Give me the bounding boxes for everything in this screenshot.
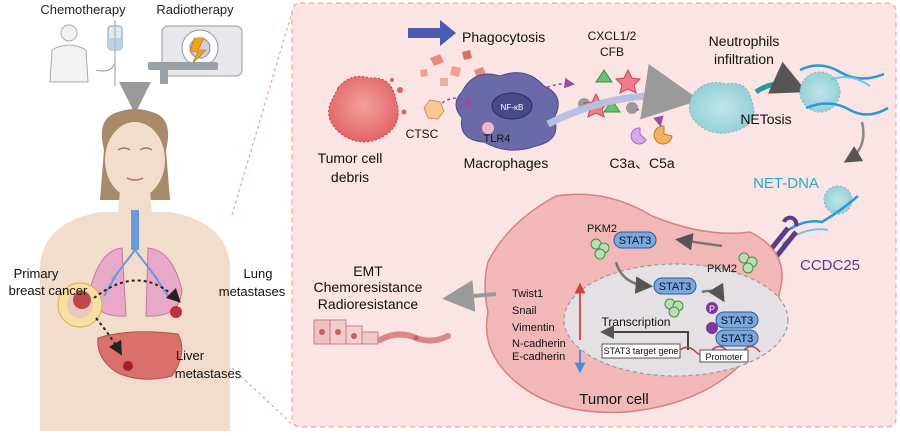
pstat3-box-bottom	[715, 329, 759, 347]
netosis-arrow	[754, 61, 808, 95]
debris-label-2: debris	[331, 169, 369, 185]
neutrophils-label: Neutrophils	[709, 33, 780, 49]
neutrophils-label-2: infiltration	[714, 51, 774, 67]
pkm2-label-membrane: PKM2	[707, 263, 737, 275]
snail-label: Snail	[512, 305, 536, 317]
chemotherapy-icon	[49, 20, 123, 86]
neutrophil-icon	[688, 82, 755, 134]
cxcl-label: CXCL1/2	[588, 29, 637, 43]
target-gene-label: STAT3 target gene	[604, 346, 679, 356]
net-arrow-down	[843, 121, 865, 163]
tlr4-label: TLR4	[484, 133, 511, 145]
metastasis-arrow-lung	[93, 279, 181, 303]
stat3-label-cyto: STAT3	[619, 235, 652, 247]
breast-tumor	[57, 282, 103, 328]
cfb-label: CFB	[600, 45, 624, 59]
promoter-box	[699, 349, 749, 363]
tumor-cell-label: Tumor cell	[579, 391, 648, 408]
emt-label: EMT	[353, 263, 383, 279]
pkm2-cyto-icon	[590, 238, 610, 260]
primary-label: Primary	[14, 266, 59, 281]
macrophage-output-arrow	[535, 77, 575, 93]
macrophage-icon	[455, 72, 559, 151]
complement-arrow	[635, 108, 664, 127]
recruitment-arrow	[546, 64, 700, 128]
stat3-label-nuc: STAT3	[659, 281, 692, 293]
ncadherin-label: N-cadherin	[512, 338, 566, 350]
chemoresistance-label: Chemoresistance	[314, 279, 423, 295]
phagocytosis-arrow	[408, 20, 456, 46]
twist1-label: Twist1	[512, 288, 543, 300]
zoom-line-top	[231, 11, 293, 216]
phagocytosis-label: Phagocytosis	[462, 29, 545, 45]
netosis-label: NETosis	[740, 111, 791, 127]
pkm2-recruit-arrow	[675, 233, 723, 251]
pkm2-nuc-icon	[664, 298, 684, 318]
ecadherin-label: E-cadherin	[512, 351, 565, 363]
phosphorylation-arrow	[701, 282, 725, 303]
target-gene-box	[601, 343, 681, 359]
transcription-label: Transcription	[602, 315, 671, 329]
ctsc-label: CTSC	[406, 127, 439, 141]
patient-body	[40, 109, 230, 431]
vimentin-label: Vimentin	[512, 322, 555, 334]
c3a-c5a-label: C3a、C5a	[609, 155, 675, 171]
ctsc-arrow	[441, 96, 472, 109]
lung-label-2: metastases	[219, 284, 286, 299]
transcription-arrow	[600, 325, 689, 350]
radioresistance-label: Radioresistance	[318, 296, 419, 312]
netosis-neutrophil-icon	[799, 64, 889, 116]
emt-output-arrow	[442, 279, 497, 312]
pkm2-label-cyto: PKM2	[587, 223, 617, 235]
ctsc-icon	[423, 99, 445, 120]
ccdc25-label: CCDC25	[800, 257, 860, 274]
chemotherapy-label: Chemotherapy	[40, 2, 126, 17]
lung-label: Lung	[244, 266, 273, 281]
pkm2-membrane	[738, 252, 758, 274]
macrophages-label: Macrophages	[464, 155, 549, 171]
liver-label: Liver	[176, 348, 205, 363]
tumor-debris-icon	[328, 75, 407, 143]
pstat3-box-top	[715, 311, 759, 329]
phospho-p-label: P	[709, 304, 715, 314]
emt-cells-icon	[313, 319, 451, 345]
pstat3-label-top: STAT3	[721, 315, 754, 327]
stat3-cyto-box	[613, 231, 657, 249]
phospho-badge-1	[706, 302, 718, 314]
primary-label-2: breast cancer	[9, 283, 88, 298]
metastasis-arrow-liver	[95, 317, 122, 356]
liver-label-2: metastases	[175, 366, 242, 381]
zoom-line-bottom	[231, 367, 293, 425]
phospho-badge-2	[706, 322, 718, 334]
nfkb-label: NF-κB	[501, 103, 524, 112]
stat3-translocate-arrow	[614, 261, 653, 294]
lung-metastasis	[170, 306, 182, 318]
debris-label: Tumor cell	[318, 150, 383, 166]
radiotherapy-icon	[148, 25, 243, 84]
dna-helix	[679, 345, 761, 357]
net-dna-label: NET-DNA	[753, 175, 819, 192]
pstat3-label-bottom: STAT3	[721, 333, 754, 345]
stat3-nuc-box	[653, 277, 697, 295]
promoter-label: Promoter	[705, 352, 742, 362]
radiotherapy-label: Radiotherapy	[156, 2, 234, 17]
